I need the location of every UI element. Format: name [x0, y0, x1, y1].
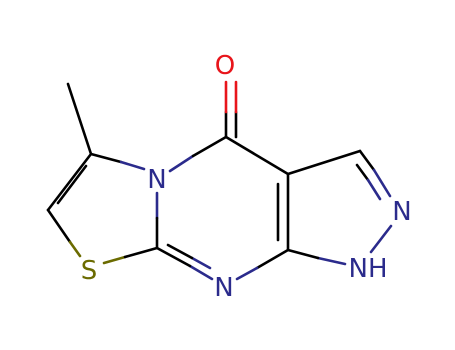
bond-c5-c6-inner — [56, 164, 88, 205]
atom-nitrogen-ring-junction: N — [147, 165, 166, 195]
bond-n2-n1 — [369, 224, 393, 254]
bond-c3-n2-inner-nitrogen — [366, 178, 382, 201]
atom-nitrogen-nh: NH — [349, 254, 388, 284]
bond-n8-c7a-inner — [166, 243, 194, 260]
bond-c3-n2-inner — [355, 163, 370, 182]
bond-c3a-c3 — [286, 149, 362, 176]
bond-layer — [46, 80, 393, 281]
bond-n1-c7a — [286, 248, 320, 260]
bond-n1-c7a-nitrogen — [316, 256, 347, 266]
bond-c6-s — [46, 208, 72, 244]
bond-c5-c6 — [46, 152, 93, 212]
bond-n4-c4-nitrogen — [168, 154, 195, 173]
bond-c3-n2-nitrogen — [372, 168, 392, 198]
bond-n8-c7a — [155, 246, 192, 268]
bond-s-c7a — [123, 246, 159, 259]
bond-s-c7a-sulfur — [102, 255, 127, 265]
bond-c3-n2 — [358, 149, 376, 172]
bond-n8-c7a-nitrogen — [188, 264, 214, 281]
atom-label-layer: O N N NH N S — [81, 51, 412, 303]
bond-c6-s-sulfur — [68, 240, 82, 258]
bond-c5-n4 — [89, 152, 123, 164]
atom-nitrogen-pyrazole: N — [392, 197, 411, 227]
bond-n8-c7a-inner-nitrogen — [190, 256, 212, 270]
bond-c4-c3a — [224, 135, 290, 176]
bond-c7-n8-nitrogen — [235, 266, 259, 281]
bond-n4-c4 — [191, 135, 228, 158]
bond-methyl — [66, 82, 93, 156]
atom-sulfur: S — [81, 256, 98, 286]
bond-c5-n4-nitrogen — [119, 160, 146, 171]
atom-oxygen: O — [215, 51, 235, 81]
bond-c7-n8 — [255, 248, 290, 270]
atom-nitrogen-bottom: N — [214, 273, 233, 303]
